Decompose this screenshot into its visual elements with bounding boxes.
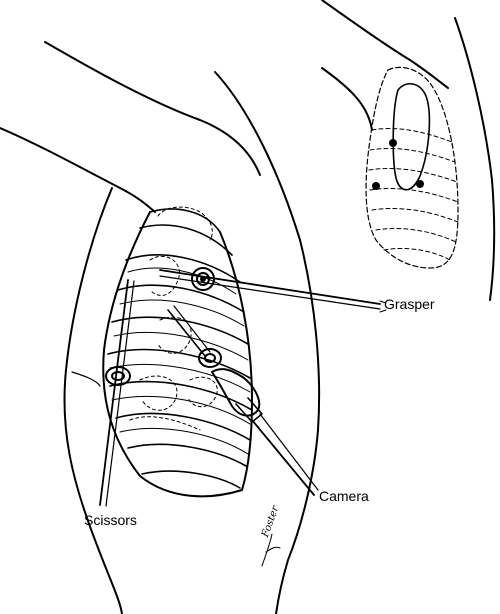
- inset-port-marker: [389, 139, 397, 147]
- scissors-label: Scissors: [84, 512, 137, 528]
- inset-port-marker: [416, 180, 424, 188]
- inset-figure: [321, 0, 496, 301]
- camera-instrument: [167, 305, 319, 496]
- inset-arm-line: [321, 67, 373, 131]
- camera-shaft-inner: [167, 309, 206, 357]
- body-outline: [0, 41, 321, 614]
- scissors-instrument: [99, 279, 135, 507]
- lung-texture: [129, 206, 218, 431]
- signature-mark: [261, 533, 281, 567]
- inset-port-marker: [372, 182, 380, 190]
- inset-rib-lines: [368, 128, 459, 261]
- inset-back-line: [321, 0, 449, 89]
- camera-shaft-outer: [251, 419, 315, 496]
- scissors-shaft: [99, 279, 129, 506]
- grasper-instrument: [159, 267, 387, 313]
- shoulder-arm-upper-line: [44, 41, 261, 176]
- scissors-port: [105, 366, 131, 386]
- grasper-port: [191, 267, 215, 291]
- grasper-shaft: [159, 269, 381, 305]
- torso-front-line: [63, 187, 123, 614]
- camera-port: [198, 348, 222, 368]
- inset-torso-right: [454, 17, 496, 301]
- grasper-label: Grasper: [384, 296, 435, 312]
- arm-lower-line: [0, 127, 156, 213]
- inset-scapula: [392, 83, 431, 191]
- camera-label: Camera: [319, 488, 369, 504]
- inset-lung-outline: [365, 66, 459, 269]
- torso-inner-line: [71, 371, 101, 387]
- torso-back-line: [214, 71, 321, 614]
